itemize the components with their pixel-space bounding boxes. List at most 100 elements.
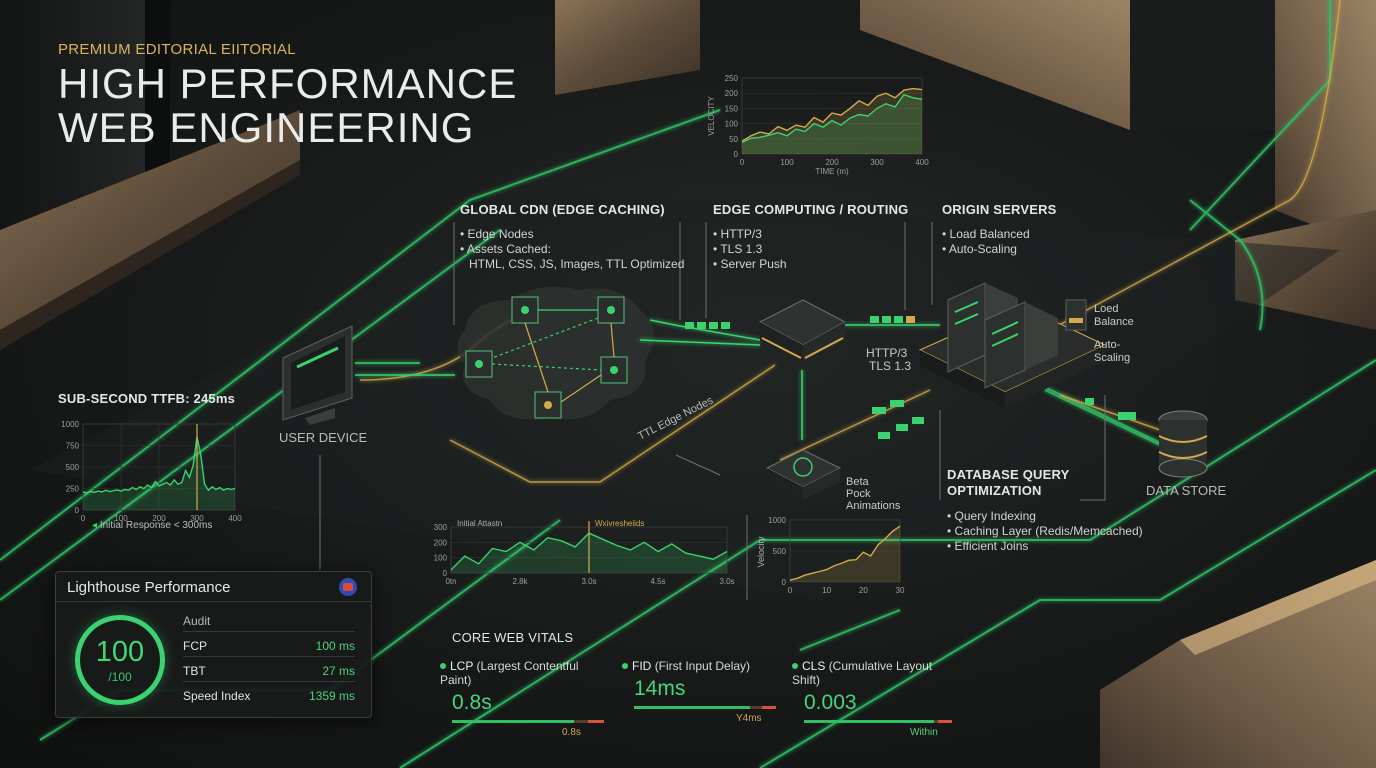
y-tick-label: 100: [434, 554, 448, 563]
performance-score: 100: [95, 636, 145, 668]
data-store-label: DATA STORE: [1146, 483, 1227, 498]
edge-bullet: Server Push: [713, 257, 787, 272]
y-tick-label: 250: [66, 485, 80, 494]
series-area: [742, 94, 922, 154]
audit-row: TBT 27 ms: [183, 656, 355, 681]
x-tick-label: 300: [870, 158, 884, 167]
x-tick-label: 3.0s: [719, 577, 734, 586]
performance-score-gauge: 100 /100: [75, 615, 165, 705]
chart-title-right: Wxivresheiids: [595, 519, 644, 528]
status-dot-icon: [440, 663, 446, 669]
db-bullet: Query Indexing: [947, 509, 1143, 524]
vital-abbr: FID: [632, 659, 652, 673]
x-tick-label: 0: [788, 586, 793, 595]
edge-compute-node: [765, 449, 842, 500]
x-tick-label: 2.8k: [512, 577, 528, 586]
edge-router: [758, 299, 847, 362]
lighthouse-card: Lighthouse Performance 100 /100 Audit FC…: [55, 571, 372, 718]
vital-fid: FID (First Input Delay) 14ms Y4ms: [622, 659, 782, 724]
vital-value: 0.8s: [452, 691, 492, 714]
edge-bullet: HTTP/3: [713, 227, 787, 242]
user-device-label: USER DEVICE: [279, 430, 368, 445]
vital-value: 0.003: [804, 691, 857, 714]
x-tick-label: 400: [915, 158, 929, 167]
eyebrow-label: PREMIUM EDITORIAL EIITORIAL: [58, 41, 296, 58]
vital-tail-label: Y4ms: [736, 713, 762, 724]
bottom-right-stone: [1100, 560, 1376, 768]
vital-abbr: LCP: [450, 659, 474, 673]
y-tick-label: 1000: [61, 420, 79, 429]
y-tick-label: 750: [66, 442, 80, 451]
beta-text: Beta: [846, 476, 869, 488]
edge-node-label: Beta Pock Animations: [846, 476, 900, 512]
vital-label: LCP (Largest Contentful Paint): [440, 659, 610, 687]
load-balance-label: Loed Balance: [1094, 303, 1134, 329]
vital-label: CLS (Cumulative Layout Shift): [792, 659, 962, 687]
top-stone-block: [555, 0, 700, 95]
x-tick-label: 0: [740, 158, 745, 167]
audit-metric-value: 1359 ms: [308, 689, 355, 703]
cdn-bullets: Edge Nodes Assets Cached:: [460, 227, 551, 257]
y-tick-label: 200: [725, 89, 739, 98]
ttfb-title: SUB-SECOND TTFB: 245ms: [58, 391, 236, 406]
series-line: [789, 525, 901, 581]
cdn-links: [491, 309, 615, 403]
series-line: [82, 436, 236, 494]
vitals-title: CORE WEB VITALS: [452, 630, 574, 645]
cdn-nodes: [465, 296, 628, 419]
audit-row: Speed Index 1359 ms: [183, 681, 355, 706]
lighthouse-title: Lighthouse Performance: [67, 579, 231, 596]
db-bullets: Query Indexing Caching Layer (Redis/Memc…: [947, 509, 1143, 554]
y-tick-label: 500: [773, 547, 787, 556]
vital-tail-label: 0.8s: [562, 727, 581, 738]
audit-metric-name: Speed Index: [183, 689, 251, 703]
scaling-text: Scaling: [1094, 352, 1131, 364]
vital-fill: [634, 706, 751, 709]
y-tick-label: 0: [782, 578, 787, 587]
audit-header: Audit: [183, 614, 211, 628]
vital-fill: [452, 720, 574, 723]
db-title-line-1: DATABASE QUERY: [947, 467, 1070, 482]
pock-text: Pock: [846, 488, 871, 500]
auto-text: Auto-: [1094, 339, 1121, 351]
x-tick-label: 100: [780, 158, 794, 167]
y-tick-label: 0: [734, 150, 739, 159]
right-stone-pillar: [1275, 0, 1376, 250]
chart-title-left: Initial Attastn: [457, 519, 502, 528]
vital-red-zone: [762, 706, 776, 709]
origin-bullets: Load Balanced Auto-Scaling: [942, 227, 1030, 257]
vital-cls: CLS (Cumulative Layout Shift) 0.003 With…: [792, 659, 962, 738]
database-cylinder-icon: [1158, 410, 1208, 478]
x-tick-label: 3.0s: [581, 577, 596, 586]
x-axis-label: TIME (m): [815, 167, 849, 176]
balance-text: Balance: [1094, 316, 1134, 328]
title-line-2: WEB ENGINEERING: [58, 104, 475, 151]
series-line: [741, 87, 923, 142]
vital-red-zone: [588, 720, 604, 723]
y-tick-label: 0: [443, 569, 448, 578]
db-bullet: Efficient Joins: [947, 539, 1143, 554]
tls-label: TLS 1.3: [869, 359, 912, 373]
origin-bullet: Auto-Scaling: [942, 242, 1030, 257]
cdn-bullet-extra: HTML, CSS, JS, Images, TTL Optimized: [469, 257, 685, 271]
y-tick-label: 300: [434, 523, 448, 532]
x-tick-label: 200: [152, 514, 166, 523]
audit-metric-name: TBT: [183, 664, 206, 678]
callout-leaders: [319, 222, 1106, 600]
y-tick-label: 100: [725, 120, 739, 129]
top-right-stone-block: [860, 0, 1130, 130]
router-protocol-label: HTTP/3 TLS 1.3: [866, 347, 911, 373]
auto-scaling-label: Auto- Scaling: [1094, 339, 1130, 365]
edge-bullet: TLS 1.3: [713, 242, 787, 257]
packet-chips: [685, 316, 1136, 439]
vital-name: (Cumulative Layout Shift): [792, 659, 933, 687]
origin-bullet: Load Balanced: [942, 227, 1030, 242]
cdn-bullet: Edge Nodes: [460, 227, 551, 242]
performance-score-max: /100: [108, 670, 132, 684]
y-tick-label: 500: [66, 463, 80, 472]
status-dot-icon: [622, 663, 628, 669]
